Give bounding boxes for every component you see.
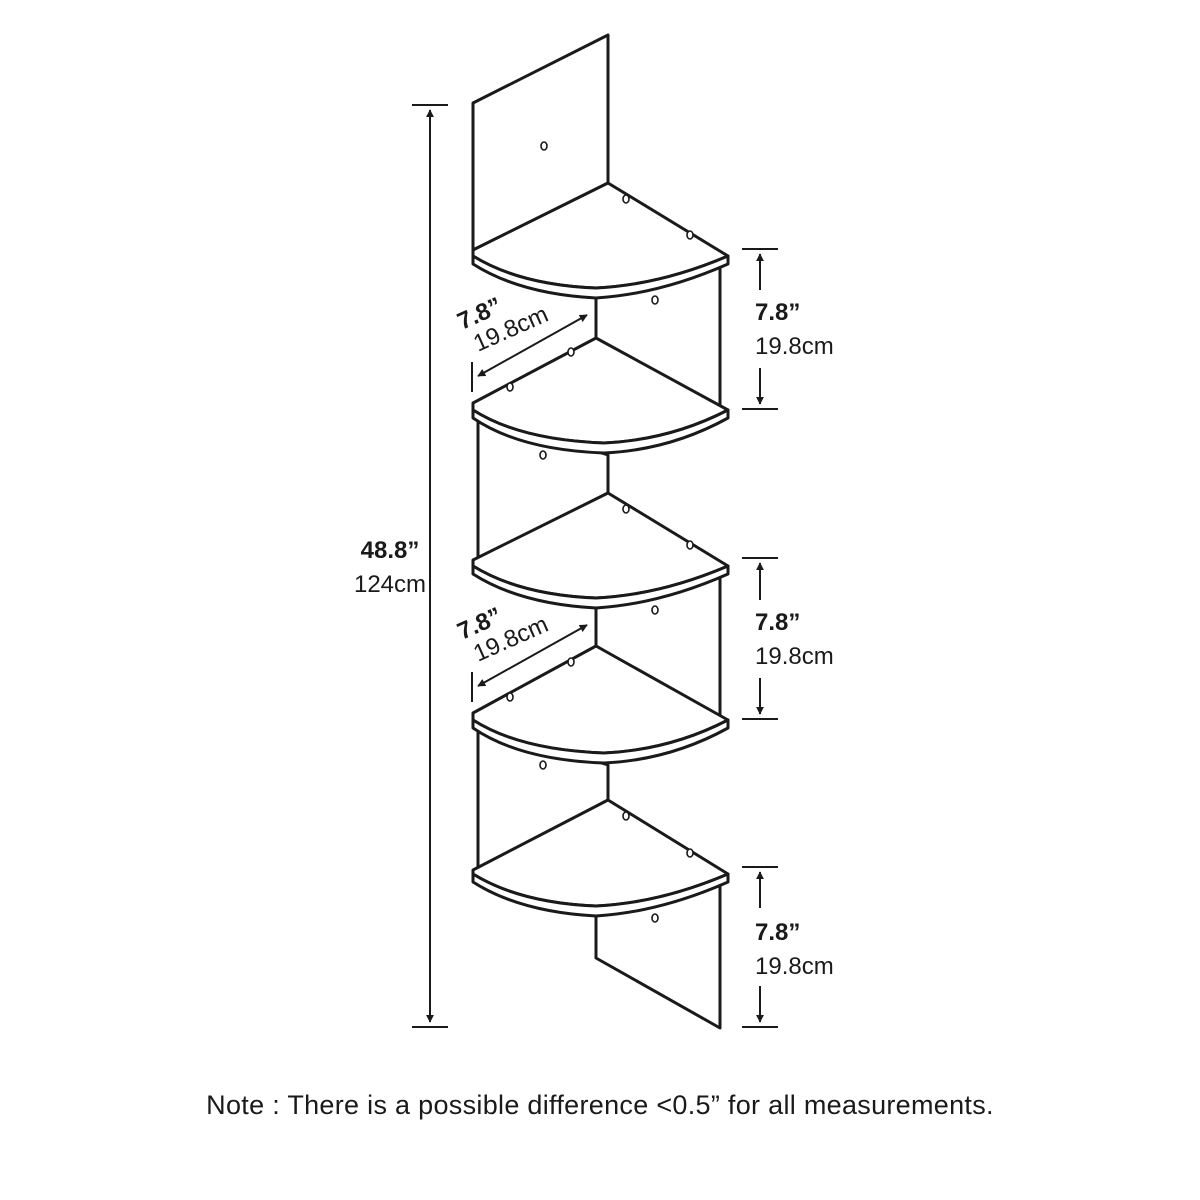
total-height-metric: 124cm — [354, 571, 426, 598]
shelf-gap-2-imperial: 7.8” — [755, 609, 800, 636]
shelf-3 — [471, 491, 730, 610]
shelf-gap-dimension-3: 7.8” 19.8cm — [742, 866, 834, 1028]
shelf-4 — [471, 644, 730, 765]
shelf-gap-dimension-1: 7.8” 19.8cm — [742, 248, 834, 410]
total-height-imperial: 48.8” — [361, 537, 420, 564]
measurement-note: Note : There is a possible difference <0… — [206, 1090, 994, 1120]
shelf-gap-1-imperial: 7.8” — [755, 299, 800, 326]
shelf-5 — [471, 798, 730, 918]
shelf-gap-3-imperial: 7.8” — [755, 919, 800, 946]
shelf-unit — [471, 33, 730, 1030]
shelf-gap-2-metric: 19.8cm — [755, 643, 834, 670]
shelf-2 — [471, 336, 730, 455]
shelf-1 — [471, 181, 730, 300]
shelf-gap-3-metric: 19.8cm — [755, 953, 834, 980]
total-height-dimension: 48.8” 124cm — [354, 104, 448, 1028]
shelf-gap-1-metric: 19.8cm — [755, 333, 834, 360]
shelf-gap-dimension-2: 7.8” 19.8cm — [742, 557, 834, 720]
